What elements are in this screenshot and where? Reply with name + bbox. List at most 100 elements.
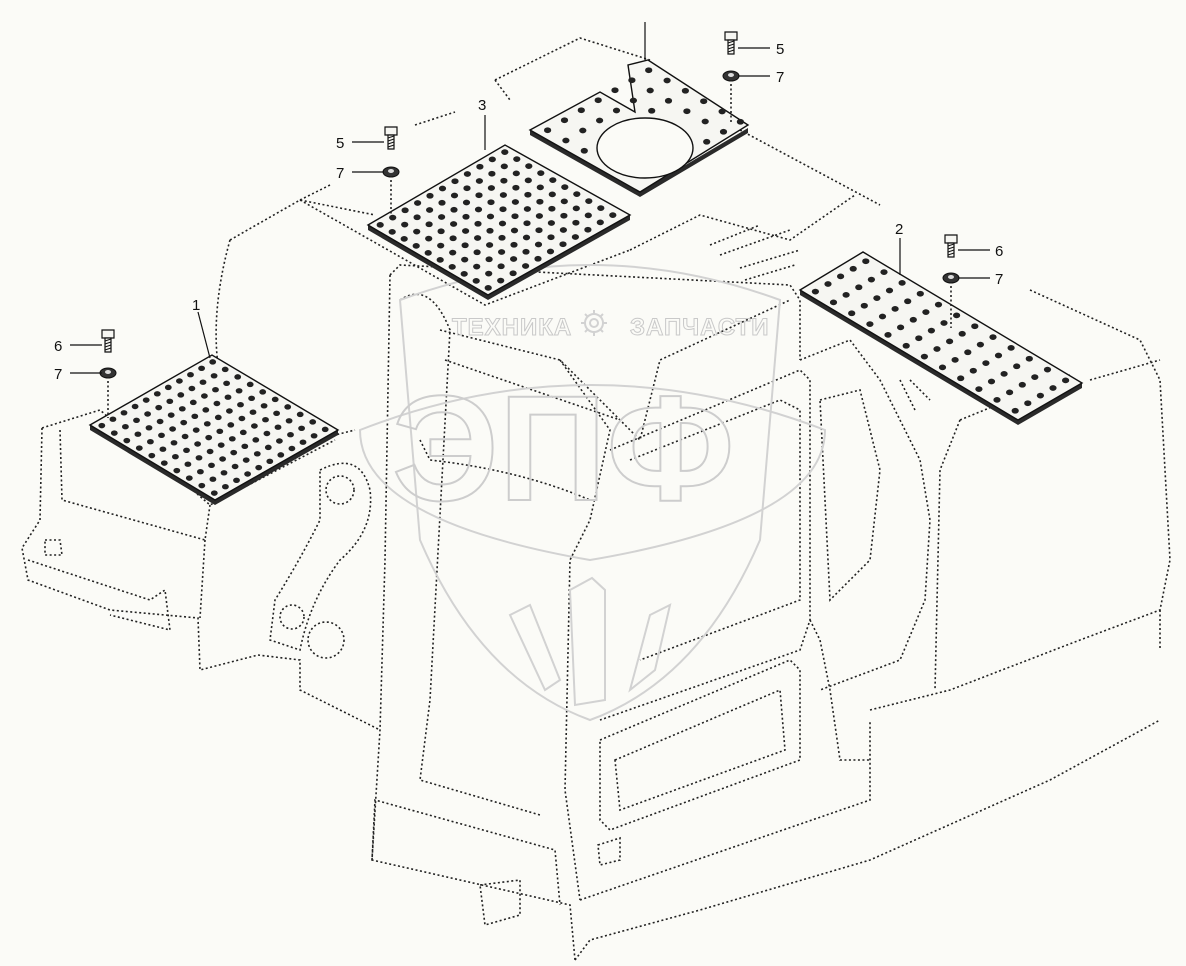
plate-hole xyxy=(596,117,604,124)
plate-hole xyxy=(277,452,285,458)
plate-hole xyxy=(474,206,483,213)
plate-hole xyxy=(233,477,240,484)
plate-hole xyxy=(476,163,484,170)
plate-hole xyxy=(499,206,507,213)
plate-hole xyxy=(474,235,482,241)
plate-hole xyxy=(596,219,604,226)
plate-hole xyxy=(548,191,556,198)
plate-hole xyxy=(560,117,569,124)
plate-2 xyxy=(798,251,1084,425)
plate-hole xyxy=(513,156,521,162)
plate-hole xyxy=(187,371,194,378)
plate-hole xyxy=(681,87,690,94)
plate-hole xyxy=(525,163,533,169)
plate-hole xyxy=(424,250,432,256)
plate-hole xyxy=(560,212,568,219)
plate-hole xyxy=(474,220,482,227)
plate-hole xyxy=(544,127,552,134)
plate-hole xyxy=(213,400,221,407)
callout-part-2: 2 xyxy=(895,221,903,238)
plate-hole xyxy=(700,98,708,105)
plate-hole xyxy=(880,269,888,275)
plate-hole xyxy=(701,118,709,125)
plate-hole xyxy=(131,403,139,410)
plate-hole xyxy=(969,367,977,374)
plate-hole xyxy=(172,453,179,460)
plate-hole xyxy=(486,227,494,234)
plate-hole xyxy=(904,298,912,305)
plate-hole xyxy=(703,138,711,145)
plate-hole xyxy=(194,441,202,447)
plate-hole xyxy=(153,391,161,397)
plate-hole xyxy=(867,276,876,283)
plate-hole xyxy=(488,156,496,163)
plate-hole xyxy=(191,413,199,420)
plate-hole xyxy=(523,206,532,212)
plate-hole xyxy=(933,346,941,352)
plate-hole xyxy=(202,407,210,413)
plate-hole xyxy=(120,410,128,416)
plate-hole xyxy=(234,374,242,380)
plate-hole xyxy=(401,221,409,228)
plate-hole xyxy=(472,278,480,284)
plate-hole xyxy=(284,404,292,410)
plate-hole xyxy=(189,399,197,406)
plate-hole xyxy=(561,184,569,190)
plate-hole xyxy=(663,77,671,84)
plate-hole xyxy=(486,242,494,248)
plate-hole xyxy=(451,178,459,185)
plate-hole xyxy=(376,222,384,228)
plate-hole xyxy=(584,212,592,219)
plate-3 xyxy=(366,144,632,300)
plate-hole xyxy=(849,265,857,272)
plate-hole xyxy=(628,77,636,84)
plate-hole xyxy=(177,392,185,398)
plate-hole xyxy=(938,364,947,371)
plate-hole xyxy=(173,467,181,474)
watermark-right-word: ЗАПЧАСТИ xyxy=(630,314,770,341)
plate-hole xyxy=(145,425,153,431)
plate-hole xyxy=(248,395,256,402)
plate-hole xyxy=(837,273,845,280)
plate-hole xyxy=(976,341,985,348)
plate-hole xyxy=(160,460,168,466)
plate-hole xyxy=(736,118,745,125)
plate-hole xyxy=(164,384,172,391)
plate-hole xyxy=(241,443,249,450)
plate-hole xyxy=(438,185,447,192)
plate-hole xyxy=(230,449,238,456)
bolt-icon xyxy=(944,234,958,258)
plate-hole xyxy=(934,301,943,308)
plate-top-cutout xyxy=(528,59,750,197)
plate-hole xyxy=(166,398,174,405)
plate-hole xyxy=(473,249,481,256)
plate-hole xyxy=(227,422,235,428)
plate-hole xyxy=(512,170,520,177)
hardware xyxy=(99,31,960,418)
plate-hole xyxy=(462,228,470,234)
plate-hole xyxy=(902,342,910,349)
plate-hole xyxy=(214,414,222,421)
plate-hole xyxy=(463,171,471,177)
plate-hole xyxy=(242,457,250,463)
plate-hole xyxy=(188,385,196,392)
plate-hole xyxy=(110,430,118,436)
plate-hole xyxy=(873,295,881,301)
plate-hole xyxy=(946,338,954,345)
plate-hole xyxy=(497,263,505,270)
plate-hole xyxy=(198,482,206,489)
plate-hole xyxy=(246,381,254,388)
plate-hole xyxy=(210,373,218,379)
plate-hole xyxy=(210,490,218,496)
plate-hole xyxy=(855,284,863,291)
plate-hole xyxy=(975,386,983,392)
plate-hole xyxy=(611,87,619,94)
plate-hole xyxy=(546,248,555,255)
plate-hole xyxy=(559,227,568,233)
plate-hole xyxy=(866,321,874,327)
plate-hole xyxy=(498,249,506,255)
plate-hole xyxy=(509,256,518,262)
plate-hole xyxy=(1000,371,1008,377)
plate-hole xyxy=(497,277,505,284)
plate-hole xyxy=(226,408,233,414)
